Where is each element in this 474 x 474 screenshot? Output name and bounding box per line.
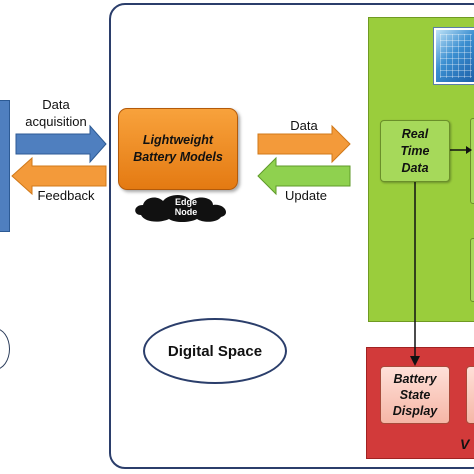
update-arrow (257, 156, 351, 196)
feedback-label: Feedback (37, 188, 95, 203)
edge-node-cloud-icon (135, 195, 227, 222)
data-acquisition-arrow (15, 124, 107, 164)
visualization-module-box (466, 366, 474, 424)
data-label: Data (290, 118, 318, 133)
edge-node-label: Edge Node (174, 197, 198, 217)
visualization-panel-partial-title: V (460, 436, 470, 452)
rtd-to-display-arrowhead (410, 356, 420, 366)
battery-state-display-label: Battery State Display (392, 372, 438, 418)
digital-space-label: Digital Space (167, 342, 263, 360)
update-label: Update (285, 188, 327, 203)
rtd-to-module-arrowhead (466, 146, 472, 154)
cloud-module-box (470, 238, 474, 302)
digital-space-ellipse: Digital Space (143, 318, 287, 384)
physical-battery-block (0, 100, 10, 232)
battery-state-display-box: Battery State Display (380, 366, 450, 424)
lightweight-battery-models-box: Lightweight Battery Models (118, 108, 238, 190)
digital-space-frame (109, 3, 474, 469)
feedback-arrow (11, 156, 107, 196)
real-time-data-box: Real Time Data (380, 120, 450, 182)
data-arrow (257, 124, 351, 164)
cloud-module-box (470, 118, 474, 204)
lightweight-battery-models-label: Lightweight Battery Models (133, 133, 223, 164)
data-acquisition-label: Data acquisition (25, 97, 87, 129)
real-time-data-label: Real Time Data (400, 126, 430, 175)
server-image (434, 28, 474, 84)
